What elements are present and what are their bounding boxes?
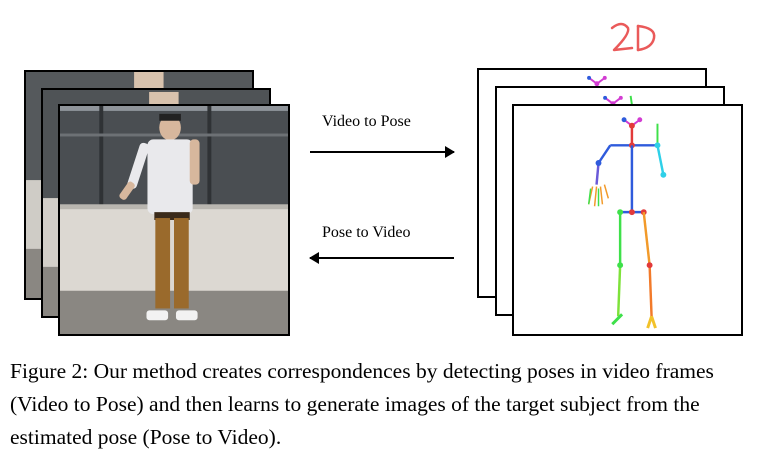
handwritten-2d-annotation bbox=[610, 22, 656, 52]
pose-to-video-arrow bbox=[309, 252, 454, 264]
figure-caption: Figure 2: Our method creates corresponde… bbox=[10, 359, 714, 449]
pose-to-video-label: Pose to Video bbox=[322, 224, 411, 241]
video-to-pose-arrow bbox=[310, 146, 455, 158]
pose-frame-front-skeleton bbox=[587, 117, 667, 329]
pose-frame-front bbox=[512, 104, 743, 336]
video-to-pose-label: Video to Pose bbox=[322, 113, 411, 130]
video-frame-front-image bbox=[60, 106, 288, 334]
video-frame-front bbox=[58, 104, 290, 336]
pose-frame-back-skeleton bbox=[587, 75, 607, 87]
